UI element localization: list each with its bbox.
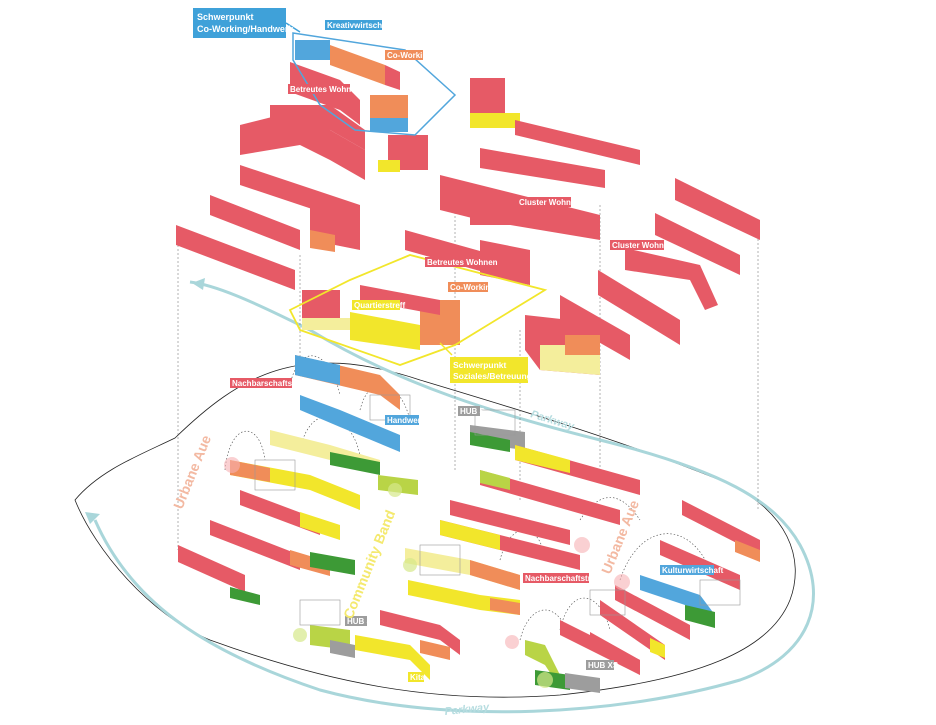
label-hub-s-bottom: HUB S [347, 617, 373, 626]
label-kreativwirtschaft: Kreativwirtschaft [327, 21, 392, 30]
label-parkway-bottom: Parkway [444, 701, 491, 718]
label-hub-s-top: HUB S [460, 407, 486, 416]
label-cluster-wohnen-right: Cluster Wohnen [612, 241, 673, 250]
site-boundary [74, 362, 796, 698]
label-urbane-aue-left: Urbane Aue [170, 433, 214, 512]
upper-buildings [176, 40, 760, 375]
label-nachbarschaftstreff-left: Nachbarschaftstreff [232, 379, 308, 388]
label-nachbarschaftstreff-right: Nachbarschaftstreff [525, 574, 601, 583]
label-quartierstreff: Quartierstreff [354, 301, 405, 310]
parkway-path [93, 280, 815, 714]
label-betreutes-wohnen-mid: Betreutes Wohnen [427, 258, 498, 267]
label-kita: Kita [410, 673, 426, 682]
social-focus-title: Schwerpunkt [453, 360, 507, 370]
lower-buildings [178, 355, 760, 693]
label-kulturwirtschaft: Kulturwirtschaft [662, 566, 724, 575]
label-handwerk: Handwerk [387, 416, 426, 425]
label-betreutes-wohnen-top: Betreutes Wohnen [290, 85, 361, 94]
social-focus-outline [288, 254, 548, 366]
social-focus-subtitle: Soziales/Betreuung [453, 371, 532, 381]
label-parkway-top: Parkway [529, 408, 576, 433]
coworking-focus-subtitle: Co-Working/Handwerk [197, 24, 294, 34]
coworking-focus-label-bg [193, 8, 286, 38]
label-cluster-wohnen-mid: Cluster Wohnen [519, 198, 580, 207]
label-hub-xs: HUB XS [588, 661, 619, 670]
label-co-working-top: Co-Working [387, 51, 432, 60]
activity-glows [224, 457, 630, 688]
coworking-focus-title: Schwerpunkt [197, 12, 254, 22]
wireframe-volumes [254, 394, 741, 626]
parkway-arrow-bottom-icon [85, 512, 100, 524]
social-focus-label-bg [450, 357, 528, 383]
parkway-arrow-top-icon [192, 278, 205, 290]
label-co-working-mid: Co-Working [450, 283, 495, 292]
